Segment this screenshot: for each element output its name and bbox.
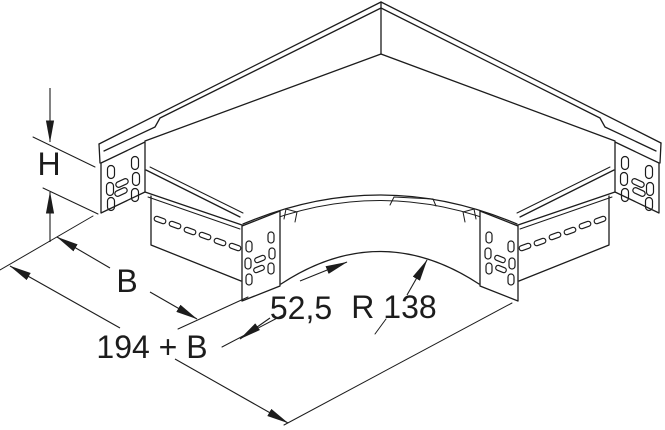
dimension-overall-length: 194 + B: [9, 265, 513, 426]
inner-rail-bead-right: [519, 196, 613, 230]
dimension-label-width: B: [116, 263, 137, 299]
dimension-H: H: [32, 88, 99, 242]
inner-rail-bead-left: [147, 196, 241, 230]
pan-end-edge-left: [145, 169, 241, 218]
inner-arc-flange: [242, 194, 518, 225]
pan-end-edge-right: [519, 169, 615, 218]
outer-rail-top-edge-right: [380, 1, 662, 144]
end-plate-left: [100, 141, 146, 214]
rim-line-left: [103, 7, 382, 152]
dimension-label-end-length: 52,5: [270, 290, 332, 326]
inner-arc-bead: [251, 200, 509, 228]
inner-connector-plate-left: [241, 210, 281, 302]
rim-line-right: [380, 7, 657, 152]
pan-end-edge-right-2: [516, 166, 611, 214]
outer-rail-bottom-edge-right: [380, 53, 616, 142]
inner-rail-top-edge-right: [517, 191, 616, 226]
flange-tab-right: [462, 208, 477, 223]
dimension-radius: R 138: [351, 259, 437, 335]
inner-connector-plate-right: [479, 210, 519, 302]
dimension-label-overall-length: 194 + B: [96, 329, 207, 365]
inner-rail-slots-left: [153, 215, 242, 252]
inner-rail-face-right: [518, 195, 610, 282]
dimension-B: B: [0, 215, 249, 330]
outer-rail-end-edge-right: [659, 142, 662, 164]
inner-rail-face-left: [150, 195, 242, 282]
dimension-label-radius: R 138: [351, 289, 436, 325]
dimension-end-length: 52,5: [221, 261, 348, 348]
flange-tab-left: [283, 208, 298, 223]
flange-seam-notch: [389, 196, 437, 207]
dimension-label-height: H: [37, 146, 60, 182]
tray-body: [98, 1, 662, 302]
outer-rail-end-edge-left: [98, 143, 101, 164]
outer-rail-top-edge-left: [98, 1, 382, 145]
inner-rail-top-edge-left: [144, 191, 243, 226]
inner-rail-slots-right: [518, 215, 607, 252]
outer-rail-bottom-edge-left: [144, 53, 382, 142]
inner-arc-bottom: [280, 250, 480, 285]
pan-end-edge-left-2: [149, 166, 244, 214]
end-plate-right: [614, 141, 660, 214]
